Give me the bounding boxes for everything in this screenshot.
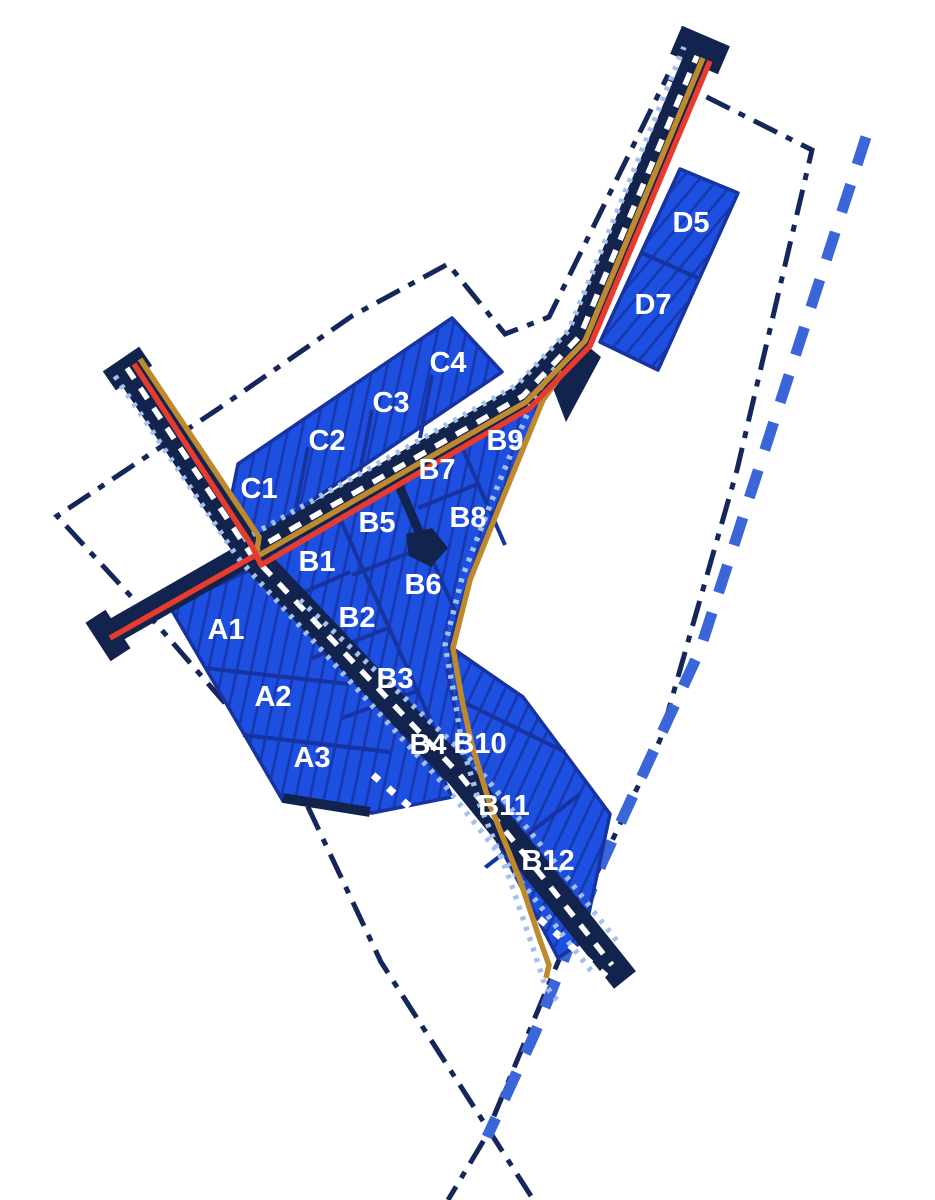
pond-shape [406, 528, 448, 567]
gold-route-main-line [137, 56, 706, 560]
block-C [223, 316, 504, 547]
zone-label-B1: B1 [298, 546, 335, 578]
block-D-outline [598, 167, 740, 372]
zone-label-B5: B5 [358, 507, 395, 539]
offset-boundary-layer [482, 135, 872, 1140]
block-D-divider-1 [641, 251, 699, 280]
zone-label-B6: B6 [404, 569, 441, 601]
zone-label-C2: C2 [308, 425, 345, 457]
zone-label-B11: B11 [478, 790, 530, 822]
zone-label-C4: C4 [429, 347, 466, 379]
block-B-upper-divider-1 [336, 513, 454, 769]
zone-label-B3: B3 [376, 663, 413, 695]
zone-label-A3: A3 [293, 742, 330, 774]
block-A-divider-1 [204, 666, 349, 686]
site-boundary-layer [53, 73, 815, 1200]
zone-label-A1: A1 [207, 614, 244, 646]
block-D [598, 167, 740, 372]
zone-label-B8: B8 [449, 502, 486, 534]
zone-label-C3: C3 [372, 387, 409, 419]
block-B-lobe-divider-1 [458, 698, 566, 754]
a3-edge-bar [282, 793, 371, 817]
dotted-blue-street-line [241, 45, 687, 543]
block-C-divider-1 [294, 446, 310, 509]
white-dash-diagonal-road-line [124, 366, 615, 967]
zone-label-B4: B4 [409, 729, 446, 761]
zone-label-B10: B10 [453, 728, 506, 760]
red-route-main-line [131, 59, 713, 568]
site-boundary-dashdot-line [53, 73, 815, 1200]
block-C-divider-2 [358, 409, 374, 473]
block-C-divider-3 [418, 374, 434, 439]
zone-label-B12: B12 [521, 845, 574, 877]
red-route-west-line [108, 553, 256, 641]
cap-west [85, 609, 131, 662]
block-B-upper-divider-3 [456, 437, 507, 546]
zone-label-C1: C1 [240, 473, 277, 505]
gold-route-branch-line [450, 370, 566, 979]
zone-label-B2: B2 [338, 602, 375, 634]
zone-label-B7: B7 [418, 454, 455, 486]
offset-boundary-bold-dash-line [482, 135, 872, 1140]
zone-label-A2: A2 [254, 681, 291, 713]
dotted-blue-road-ne-line [298, 597, 623, 947]
dotted-blue-road-sw-line [112, 374, 595, 974]
zone-label-B9: B9 [486, 425, 523, 457]
zone-label-D5: D5 [672, 207, 709, 239]
route-lines-layer [108, 45, 713, 1002]
block-B-upper-divider-8 [417, 482, 479, 510]
block-A-divider-2 [242, 733, 391, 754]
zone-label-D7: D7 [634, 289, 671, 321]
